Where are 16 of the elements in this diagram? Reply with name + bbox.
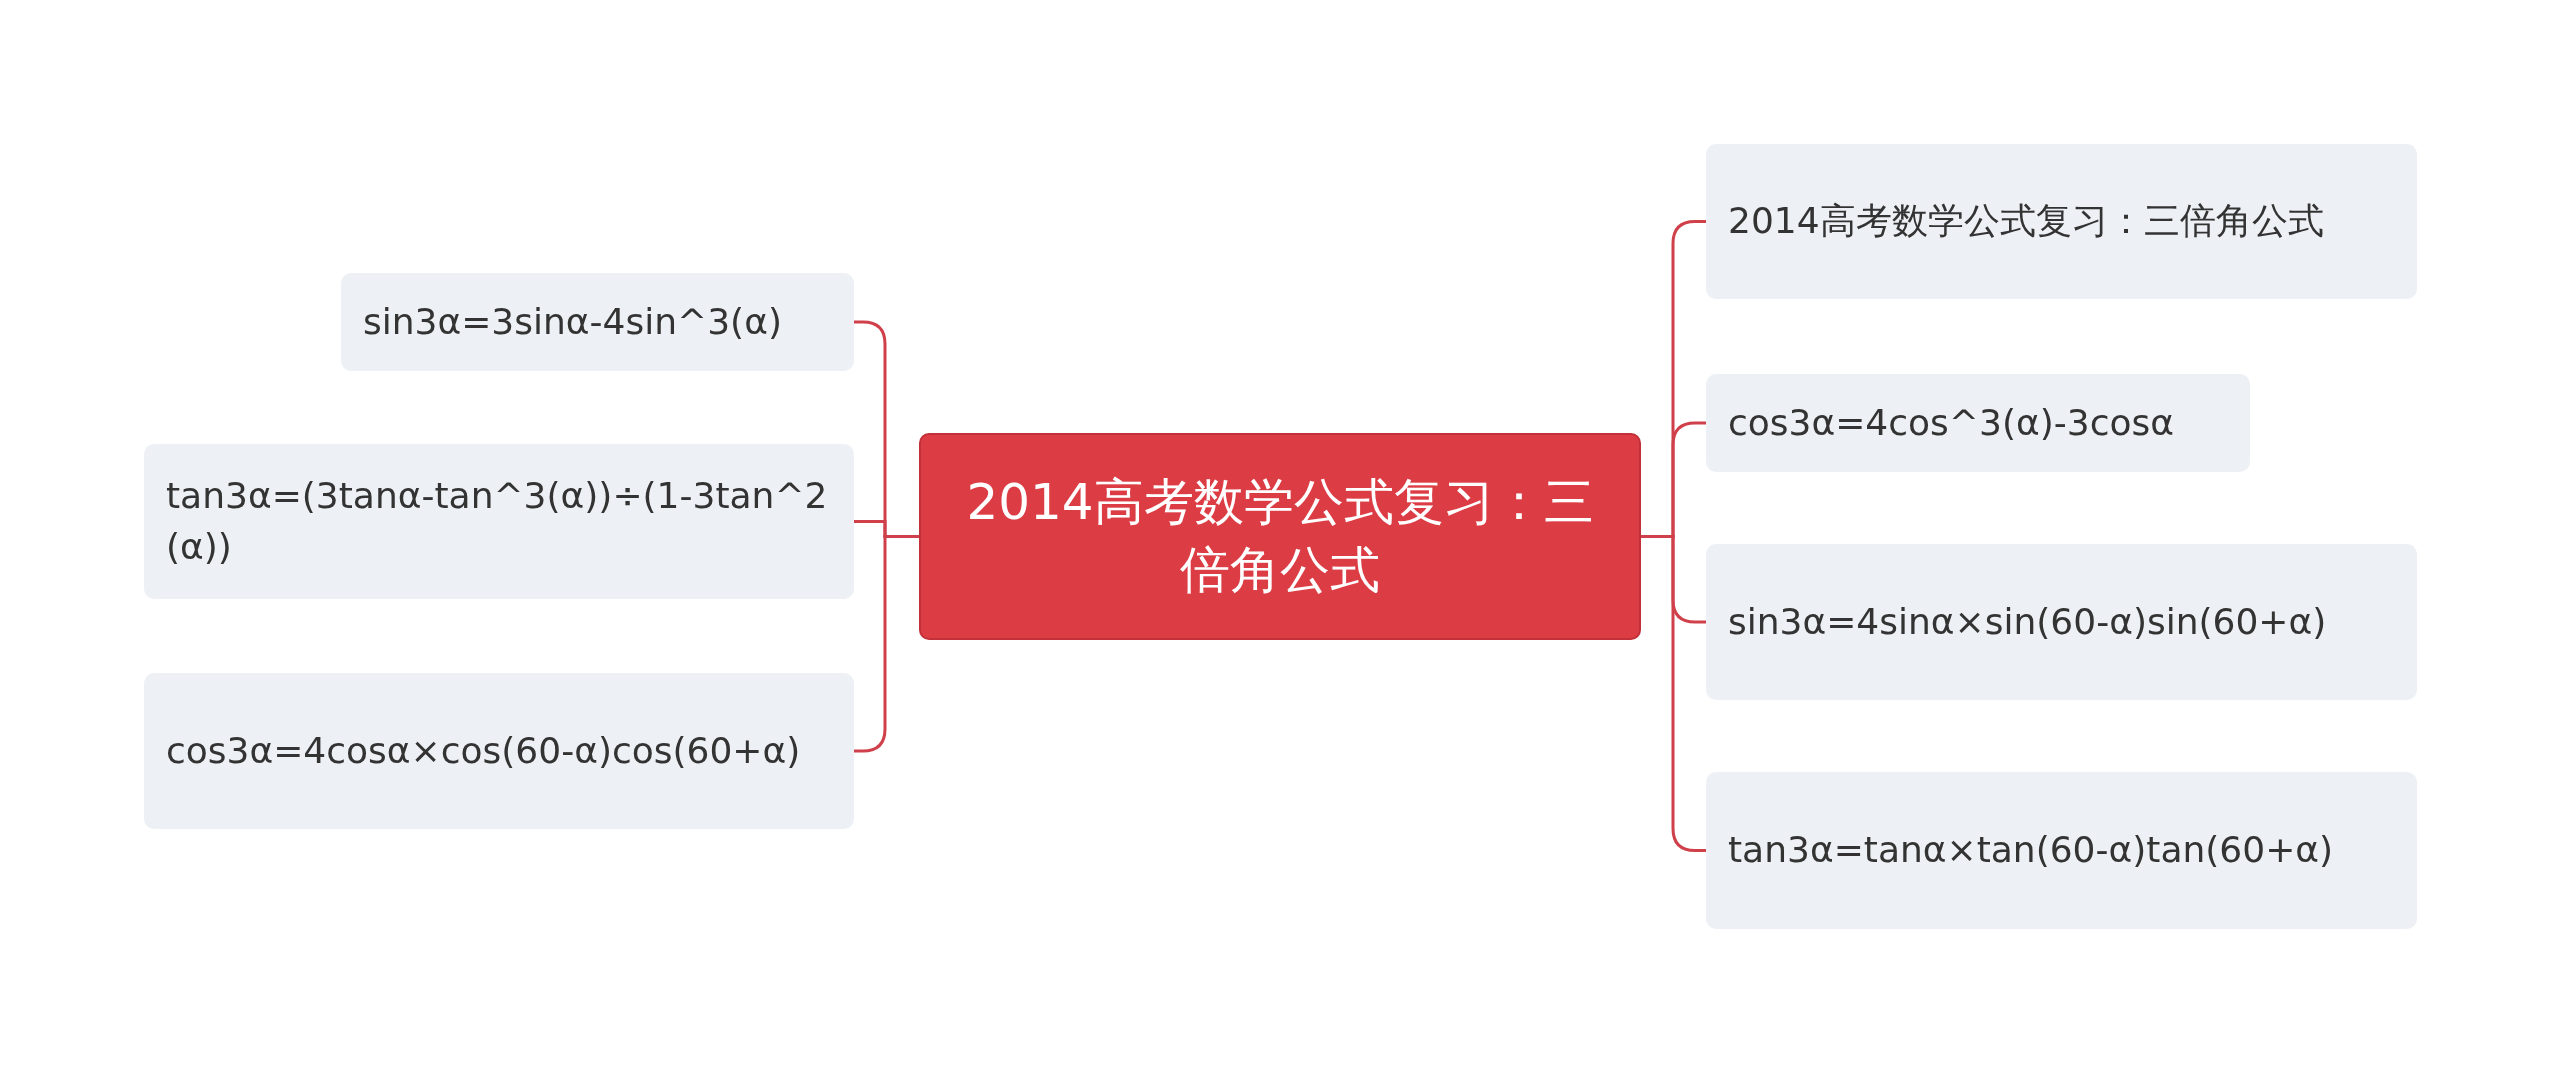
topic-box bbox=[144, 444, 854, 599]
topic-box bbox=[1706, 374, 2250, 472]
topic-text: sin3α=4sinα×sin(60-α)sin(60+α) bbox=[1728, 599, 2327, 644]
topic-box bbox=[144, 673, 854, 829]
topic-text: cos3α=4cos^3(α)-3cosα bbox=[1728, 400, 2174, 445]
topic-text: tan3α=tanα×tan(60-α)tan(60+α) bbox=[1728, 828, 2334, 873]
topic-text: 2014高考数学公式复习：三倍角公式 bbox=[1728, 199, 2324, 244]
topic-text: sin3α=3sinα-4sin^3(α) bbox=[363, 299, 782, 344]
topic-box bbox=[1706, 544, 2417, 700]
topic-text: 2014高考数学公式复习：三倍角公式 bbox=[965, 472, 1595, 601]
topic-text: tan3α=(3tanα-tan^3(α))÷(1-3tan^2(α)) bbox=[166, 474, 829, 569]
topic-text: cos3α=4cosα×cos(60-α)cos(60+α) bbox=[166, 728, 801, 773]
topic-box bbox=[1706, 772, 2417, 929]
topic-box bbox=[341, 273, 854, 371]
central-topic-box bbox=[919, 433, 1641, 640]
topic-box bbox=[1706, 144, 2417, 299]
